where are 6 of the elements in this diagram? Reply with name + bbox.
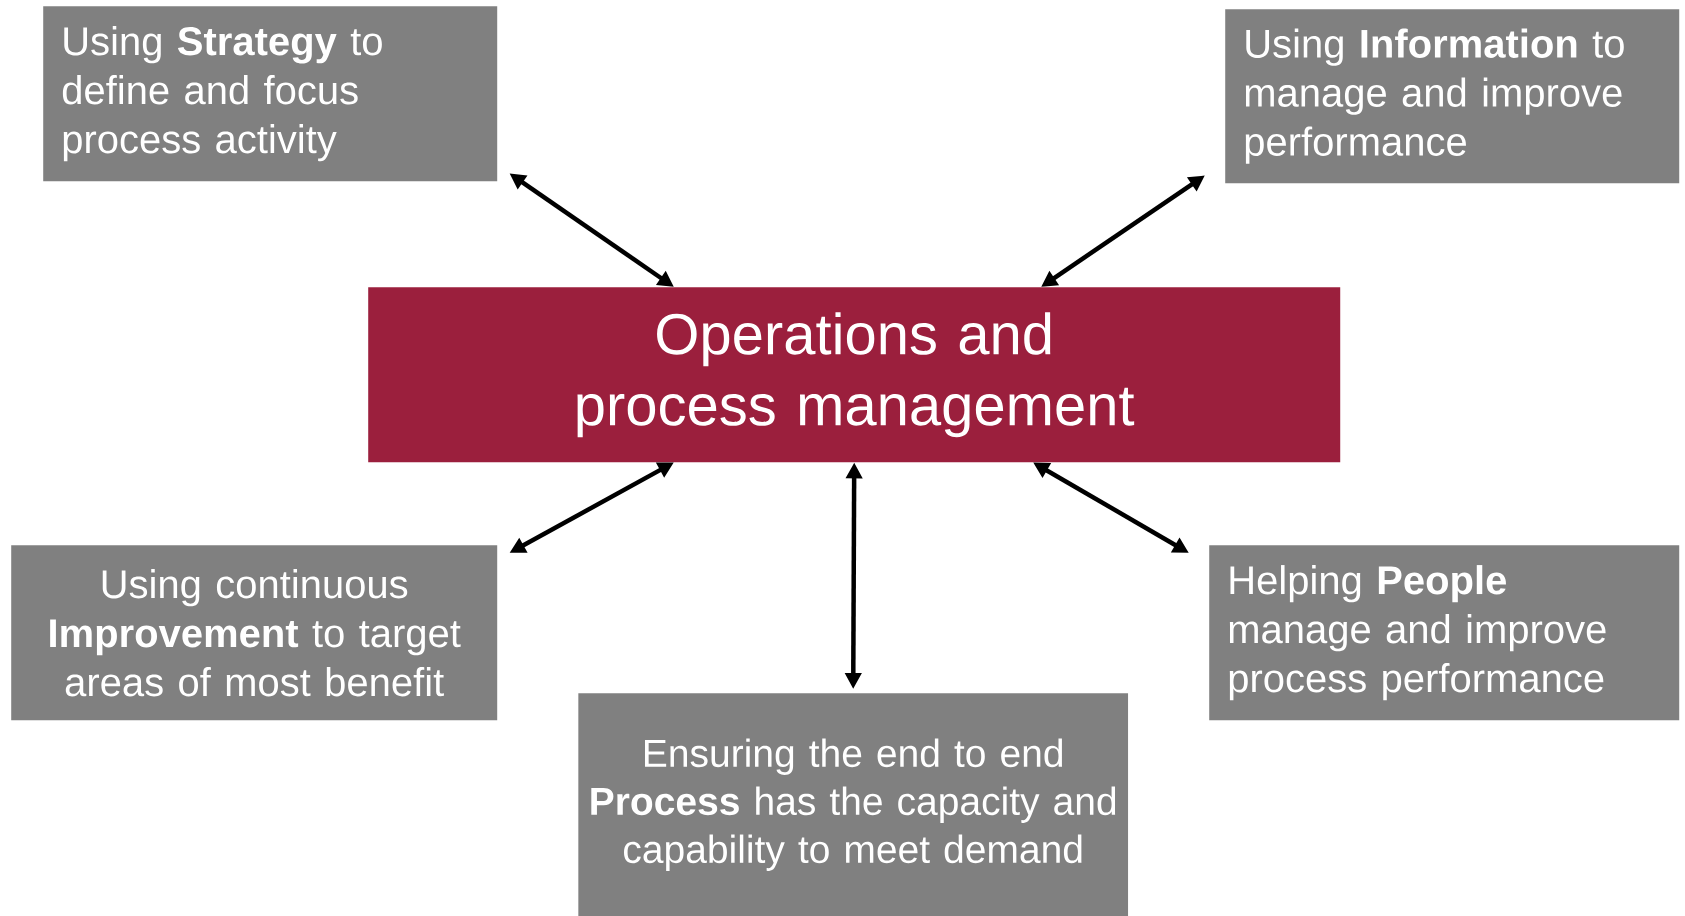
text-box: Using continuous Improvement to target areas of most benefit [11, 545, 498, 721]
text-box: Using Strategy to define and focus process activity [43, 6, 498, 182]
central-box: Operations and process management [368, 287, 1341, 463]
text-box: Helping People manage and improve process performance [1209, 545, 1680, 721]
text-box: Ensuring the end to end Process has the capacity and capability to meet demand [578, 693, 1129, 916]
text-box: Using Information to manage and improve performance [1225, 9, 1680, 184]
